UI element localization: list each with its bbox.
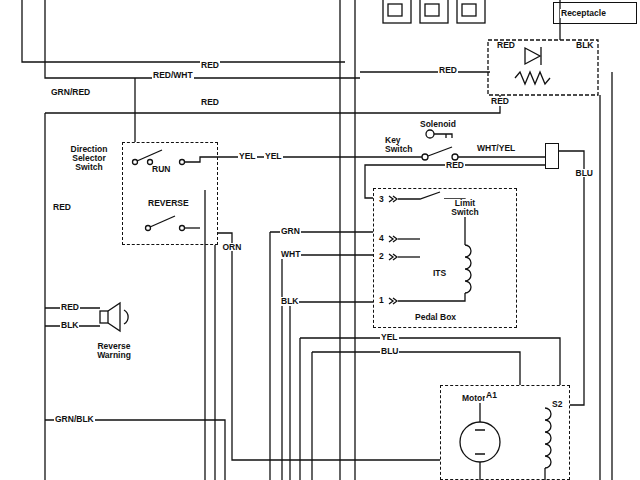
wire-label: RED [60, 303, 80, 312]
component-label: Pedal Box [414, 313, 457, 322]
wire-label: Key Switch [384, 136, 416, 154]
wire-label: RED [52, 203, 72, 212]
wire-label: RED [200, 61, 220, 70]
component-label: S2 [551, 400, 563, 409]
component-box: Receptacle [553, 2, 637, 24]
wire-label: RED [445, 161, 465, 170]
component-label: Receptacle [560, 9, 607, 18]
wire-label: BLK [575, 41, 594, 50]
component-label: REVERSE [147, 199, 190, 208]
component-label: Limit Switch [444, 199, 486, 217]
component-label: Direction Selector Switch [59, 145, 119, 172]
wire-label: WHT [280, 250, 301, 259]
wire-label: BLU [380, 347, 399, 356]
component-box: Solenoid [545, 143, 559, 169]
wire-label: ORN [222, 243, 243, 252]
component-box: Direction Selector SwitchRUNREVERSE [122, 142, 218, 245]
wire-label: RED [438, 66, 458, 75]
wire-label: GRN/RED [50, 88, 91, 97]
wire-connector [365, 165, 545, 198]
wire-label: YEL [380, 333, 399, 342]
wire-label: BLU [575, 169, 594, 178]
component-label: Solenoid [419, 120, 457, 129]
wire-label: 4 [378, 234, 385, 243]
component-label: A1 [485, 391, 498, 400]
component-label: RUN [151, 165, 171, 174]
wire-label: BLK [280, 297, 299, 306]
wire-label: RED [496, 41, 516, 50]
wire-connector [218, 233, 440, 460]
wire-label: RED/WHT [152, 71, 194, 80]
wire-label: GRN/BLK [54, 415, 95, 424]
wire-label: WHT/YEL [476, 144, 516, 153]
wire-label: RED [490, 97, 510, 106]
component-box: Limit SwitchITS Pedal Box [373, 188, 517, 328]
wire-label: YEL [238, 152, 257, 161]
wire-label: RED [200, 98, 220, 107]
wire-label: 3 [378, 195, 385, 204]
wire-label: YEL [264, 152, 283, 161]
wire-label: GRN [280, 227, 301, 236]
component-box: Reverse Warning [82, 308, 152, 366]
component-box: MotorA1S2 [440, 385, 570, 480]
component-label: ITS [432, 269, 447, 278]
wire-label: 1 [378, 296, 385, 305]
component-label: Motor [461, 394, 487, 403]
component-label: Reverse Warning [84, 342, 144, 360]
wire-label: 2 [378, 252, 385, 261]
wire-connector [559, 151, 584, 405]
wire-label: BLK [60, 321, 79, 330]
